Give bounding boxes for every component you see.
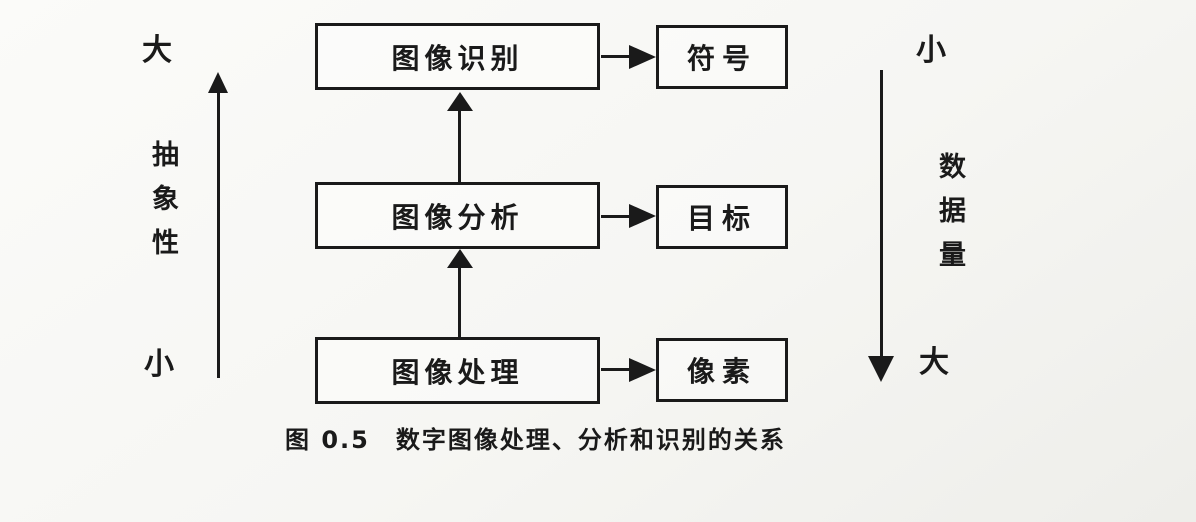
- arrow-head: [868, 356, 894, 382]
- arrow-shaft: [217, 90, 220, 378]
- left-axis-label: 抽象性: [147, 140, 178, 272]
- arrow-head: [629, 204, 656, 228]
- arrow-head: [629, 358, 656, 382]
- arrow-shaft: [601, 55, 630, 58]
- box-image-recognition: 图像识别: [315, 23, 600, 90]
- arrow-shaft: [601, 215, 630, 218]
- right-axis-bottom-label: 大: [919, 345, 949, 380]
- right-axis-label: 数据量: [934, 152, 965, 284]
- arrow-shaft: [880, 70, 883, 358]
- box-object: 目标: [656, 185, 788, 249]
- arrow-shaft: [601, 368, 630, 371]
- arrow-shaft: [458, 108, 461, 182]
- box-symbol: 符号: [656, 25, 788, 89]
- right-axis-top-label: 小: [916, 33, 946, 68]
- arrow-head: [447, 249, 473, 268]
- box-image-processing: 图像处理: [315, 337, 600, 404]
- figure-caption: 图 0.5 数字图像处理、分析和识别的关系: [285, 420, 786, 455]
- box-image-analysis: 图像分析: [315, 182, 600, 249]
- arrow-head: [447, 92, 473, 111]
- arrow-head: [629, 45, 656, 69]
- left-axis-top-label: 大: [142, 33, 172, 68]
- box-pixel: 像素: [656, 338, 788, 402]
- figure-number: 图 0.5: [285, 426, 370, 454]
- left-axis-bottom-label: 小: [144, 347, 174, 382]
- figure-caption-text: 数字图像处理、分析和识别的关系: [395, 426, 786, 454]
- arrow-head: [208, 72, 228, 93]
- arrow-shaft: [458, 265, 461, 338]
